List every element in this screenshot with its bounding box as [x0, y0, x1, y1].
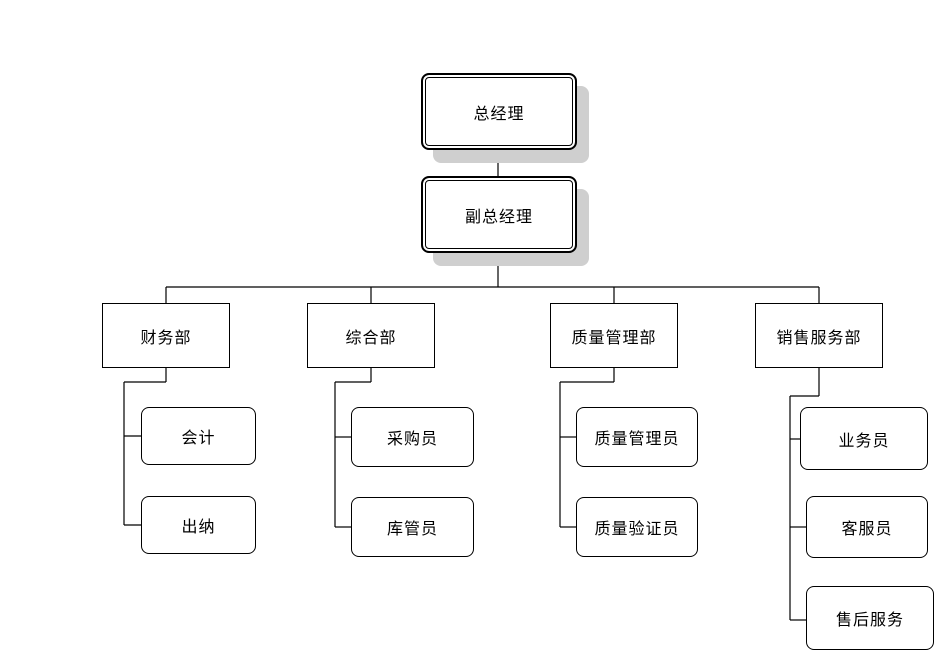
department-quality: 质量管理部 [550, 303, 678, 368]
department-finance: 财务部 [102, 303, 230, 368]
role-quality-verifier: 质量验证员 [576, 497, 698, 557]
role-after-sales: 售后服务 [806, 586, 934, 650]
ceo-node: 总经理 [421, 73, 577, 150]
role-purchaser: 采购员 [351, 407, 474, 467]
role-quality-manager: 质量管理员 [576, 407, 698, 467]
role-salesperson: 业务员 [800, 407, 928, 470]
department-sales-service: 销售服务部 [755, 303, 883, 368]
department-general: 综合部 [307, 303, 435, 368]
role-customer-service: 客服员 [806, 496, 928, 558]
role-accountant: 会计 [141, 407, 256, 465]
role-warehouse-keeper: 库管员 [351, 497, 474, 557]
role-cashier: 出纳 [141, 496, 256, 554]
deputy-node: 副总经理 [421, 176, 577, 253]
